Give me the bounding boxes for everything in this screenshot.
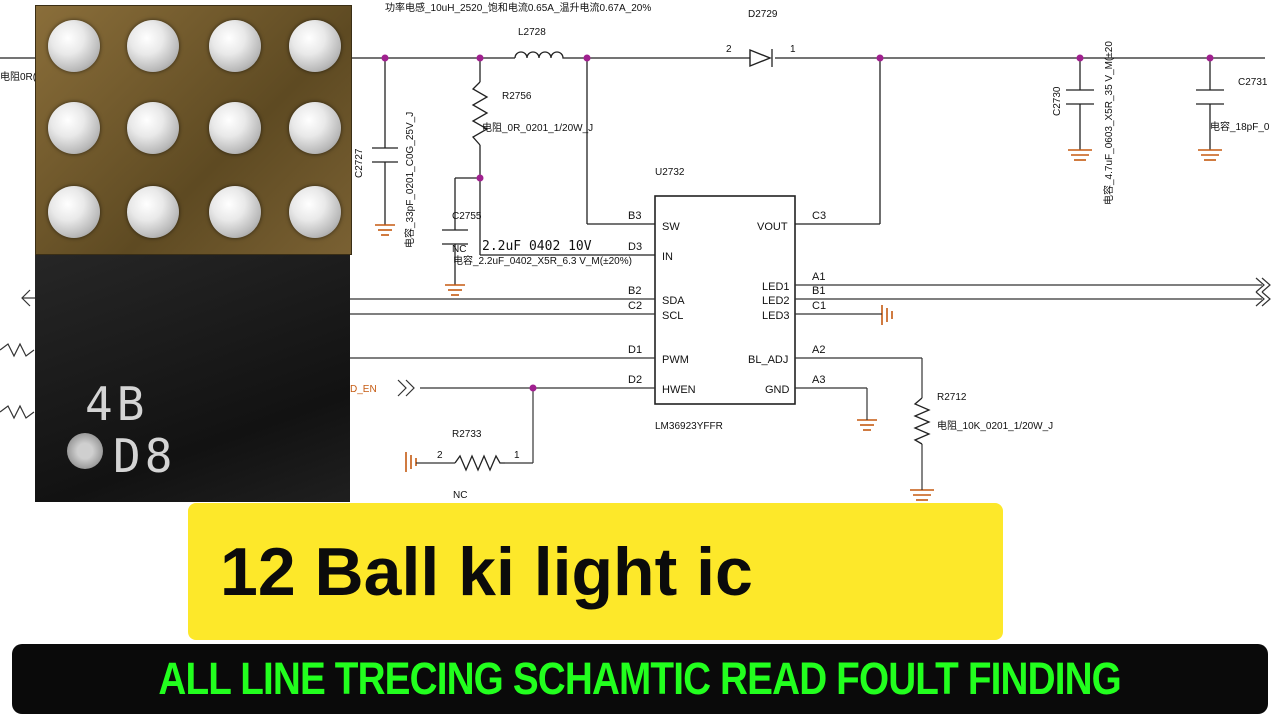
en-net-label: D_EN xyxy=(350,384,377,395)
pin-name-scl: SCL xyxy=(662,310,683,322)
solder-ball xyxy=(127,102,179,154)
capacitor-c2730 xyxy=(1066,89,1094,105)
solder-ball xyxy=(127,186,179,238)
diode-pin1: 1 xyxy=(790,44,796,55)
pin-name-led1: LED1 xyxy=(762,281,790,293)
resistor-r2733 xyxy=(454,454,505,472)
pin-ball-b3: B3 xyxy=(628,210,641,222)
pin-name-pwm: PWM xyxy=(662,354,689,366)
junction-dots xyxy=(381,54,1214,392)
pin-ball-d2: D2 xyxy=(628,374,642,386)
c2727-ref: C2727 xyxy=(354,148,365,178)
solder-ball xyxy=(209,102,261,154)
c2755-value: 电容_2.2uF_0402_X5R_6.3 V_M(±20%) xyxy=(453,254,632,267)
c2755-overlay-text: 2.2uF 0402 10V xyxy=(482,239,592,254)
c2730-ref: C2730 xyxy=(1052,86,1063,116)
bottom-banner: ALL LINE TRECING SCHAMTIC READ FOULT FIN… xyxy=(12,644,1268,714)
video-title: 12 Ball ki light ic xyxy=(220,533,753,610)
solder-ball xyxy=(48,102,100,154)
ic-part-number: LM36923YFFR xyxy=(655,421,723,432)
c2730-value: 电容_4.7uF_0603_X5R_35 V_M(±20 xyxy=(1102,41,1115,205)
diode-d2729 xyxy=(749,48,773,68)
r2712-value: 电阻_10K_0201_1/20W_J xyxy=(937,419,1053,432)
pin-name-led2: LED2 xyxy=(762,295,790,307)
solder-ball xyxy=(209,20,261,72)
solder-ball xyxy=(209,186,261,238)
r2756-ref: R2756 xyxy=(502,91,532,102)
capacitor-c2731 xyxy=(1196,89,1224,105)
pin-name-in: IN xyxy=(662,251,673,263)
ic-u2732-body xyxy=(654,195,796,405)
solder-ball xyxy=(289,102,341,154)
inductor-l2728 xyxy=(514,51,568,59)
r2712-ref: R2712 xyxy=(937,392,967,403)
pin-ball-a3: A3 xyxy=(812,374,825,386)
inductor-spec-note: 功率电感_10uH_2520_饱和电流0.65A_温升电流0.67A_20% xyxy=(385,1,651,14)
pin-name-hwen: HWEN xyxy=(662,384,696,396)
c2727-value: 电容_33pF_0201_C0G_25V_J xyxy=(403,112,416,248)
ic-ref: U2732 xyxy=(655,167,685,178)
inductor-ref: L2728 xyxy=(518,27,546,38)
pin-ball-a1: A1 xyxy=(812,271,825,283)
solder-ball xyxy=(48,20,100,72)
chip-marking-line2: D8 xyxy=(113,429,177,483)
pin-ball-b1: B1 xyxy=(812,285,825,297)
signal-bus-left xyxy=(0,289,655,464)
c2755-ref: C2755 xyxy=(452,211,482,222)
pin-name-vout: VOUT xyxy=(757,221,788,233)
c2755-nc: NC xyxy=(452,244,466,255)
pin-name-gnd: GND xyxy=(765,384,790,396)
c2731-value: 电容_18pF_0 xyxy=(1210,120,1270,133)
pin-name-bl-adj: BL_ADJ xyxy=(748,354,788,366)
diode-ref: D2729 xyxy=(748,9,778,20)
pin-ball-d1: D1 xyxy=(628,344,642,356)
resistor-r2756 xyxy=(471,81,489,146)
r2733-nc: NC xyxy=(453,490,467,501)
capacitor-c2727 xyxy=(372,147,398,163)
r-left-value: 电阻0R(0 xyxy=(0,70,42,83)
pin-name-sw: SW xyxy=(662,221,680,233)
top-rail-wires xyxy=(0,57,1265,285)
c2731-ref: C2731 xyxy=(1238,77,1268,88)
pin1-indicator-dot xyxy=(67,433,103,469)
banner-text: ALL LINE TRECING SCHAMTIC READ FOULT FIN… xyxy=(158,653,1122,704)
chip-top-marking-photo: 4B D8 xyxy=(35,255,350,502)
pin-ball-b2: B2 xyxy=(628,285,641,297)
solder-ball xyxy=(289,20,341,72)
r2733-ref: R2733 xyxy=(452,429,482,440)
r2756-value: 电阻_0R_0201_1/20W_J xyxy=(482,121,593,134)
chip-marking-line1: 4B xyxy=(85,377,149,431)
title-box: 12 Ball ki light ic xyxy=(188,503,1003,640)
chip-ball-side-photo xyxy=(35,5,352,255)
capacitor-c2755 xyxy=(442,229,468,245)
solder-ball xyxy=(127,20,179,72)
signal-bus-right xyxy=(795,277,1271,490)
pin-ball-c3: C3 xyxy=(812,210,826,222)
pin-ball-a2: A2 xyxy=(812,344,825,356)
pin-ball-c1: C1 xyxy=(812,300,826,312)
pin-ball-c2: C2 xyxy=(628,300,642,312)
ground-symbols xyxy=(375,149,1222,501)
solder-ball xyxy=(48,186,100,238)
diode-pin2: 2 xyxy=(726,44,732,55)
pin-ball-d3: D3 xyxy=(628,241,642,253)
pin-name-sda: SDA xyxy=(662,295,685,307)
r2733-pin1: 1 xyxy=(514,450,520,461)
pin-name-led3: LED3 xyxy=(762,310,790,322)
resistor-r2712 xyxy=(913,397,931,445)
solder-ball xyxy=(289,186,341,238)
r2733-pin2: 2 xyxy=(437,450,443,461)
